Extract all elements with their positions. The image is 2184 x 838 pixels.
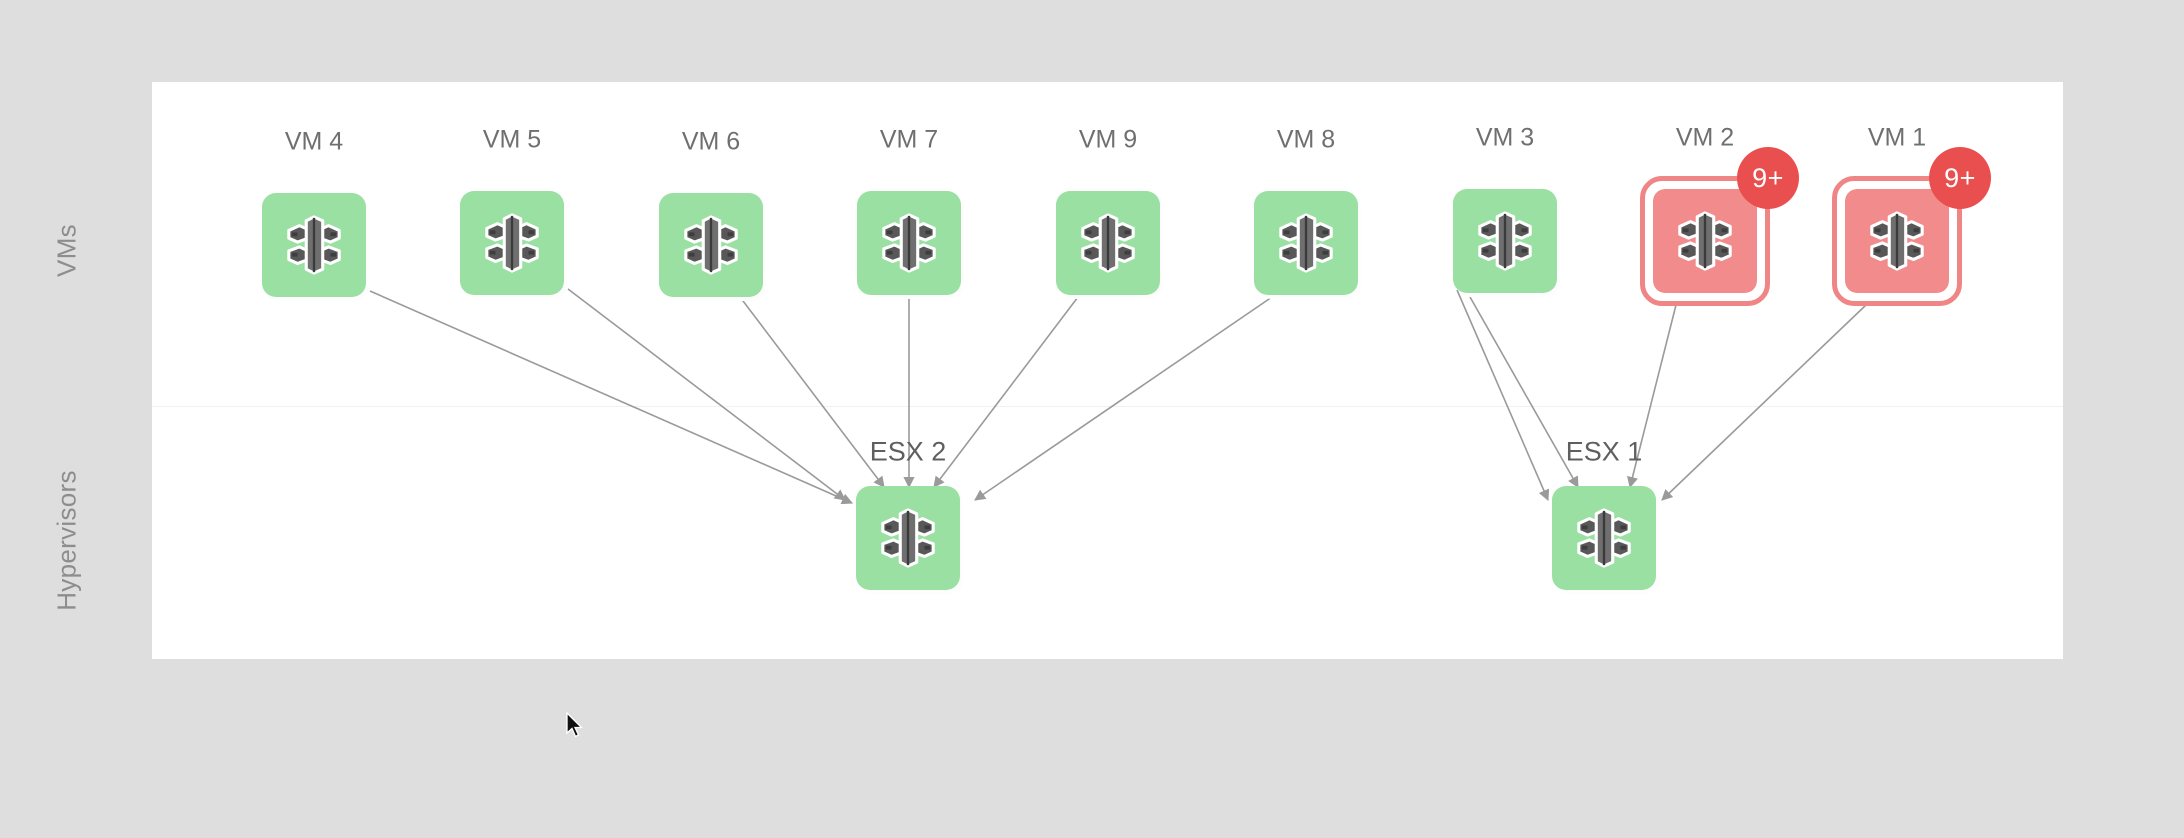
server-icon (882, 213, 936, 273)
vm-node-vm4[interactable] (262, 193, 366, 297)
vm-label-vm6: VM 6 (681, 127, 741, 156)
server-icon (881, 508, 935, 568)
vm-label-vm1: VM 1 (1867, 123, 1927, 152)
hypervisor-label-esx2: ESX 2 (869, 436, 947, 467)
selection-ring-inner (1648, 184, 1762, 298)
server-icon (1478, 211, 1532, 271)
hypervisor-label-esx1: ESX 1 (1565, 436, 1643, 467)
server-icon (1870, 211, 1924, 271)
vm-label-vm7: VM 7 (879, 125, 939, 154)
vm-node-vm6[interactable] (659, 193, 763, 297)
vm-label-vm3: VM 3 (1475, 123, 1535, 152)
alert-count-badge[interactable]: 9+ (1737, 147, 1799, 209)
vm-node-vm8[interactable] (1254, 191, 1358, 295)
vm-label-vm2: VM 2 (1675, 123, 1735, 152)
hypervisor-node-esx2[interactable] (856, 486, 960, 590)
server-icon (1279, 213, 1333, 273)
server-icon (485, 213, 539, 273)
server-icon (1577, 508, 1631, 568)
lane-label-vms: VMs (51, 224, 82, 277)
vm-node-vm1[interactable]: 9+ (1832, 147, 1991, 306)
vm-node-vm7[interactable] (857, 191, 961, 295)
lane-divider (152, 406, 2063, 407)
selection-ring-inner (1840, 184, 1954, 298)
alert-count-badge[interactable]: 9+ (1929, 147, 1991, 209)
server-icon (287, 215, 341, 275)
vm-label-vm8: VM 8 (1276, 125, 1336, 154)
vm-label-vm4: VM 4 (284, 127, 344, 156)
server-icon (684, 215, 738, 275)
mouse-pointer-icon (566, 712, 584, 738)
server-icon (1081, 213, 1135, 273)
vm-node-vm9[interactable] (1056, 191, 1160, 295)
hypervisor-node-esx1[interactable] (1552, 486, 1656, 590)
vm-node-vm2[interactable]: 9+ (1640, 147, 1799, 306)
vm-label-vm9: VM 9 (1078, 125, 1138, 154)
vm-node-vm5[interactable] (460, 191, 564, 295)
vm-label-vm5: VM 5 (482, 125, 542, 154)
vm-node-vm3[interactable] (1453, 189, 1557, 293)
lane-label-hypervisors: Hypervisors (51, 470, 82, 611)
server-icon (1678, 211, 1732, 271)
